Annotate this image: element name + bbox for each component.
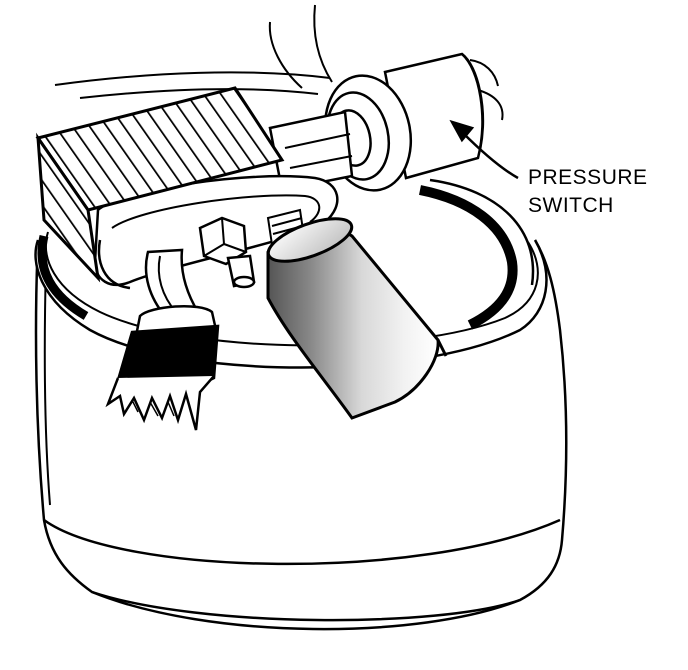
hatched-block bbox=[35, 86, 285, 283]
pressure-switch-label: PRESSURE SWITCH bbox=[528, 164, 678, 220]
braided-connector bbox=[105, 305, 220, 431]
switch-shaft bbox=[268, 110, 354, 192]
callout-line-1: PRESSURE bbox=[528, 166, 648, 189]
center-nut bbox=[198, 216, 256, 289]
background-wires bbox=[54, 4, 504, 121]
callout-line-2: SWITCH bbox=[528, 194, 614, 217]
callout-arrow bbox=[449, 119, 519, 180]
shaded-hose bbox=[266, 217, 448, 420]
